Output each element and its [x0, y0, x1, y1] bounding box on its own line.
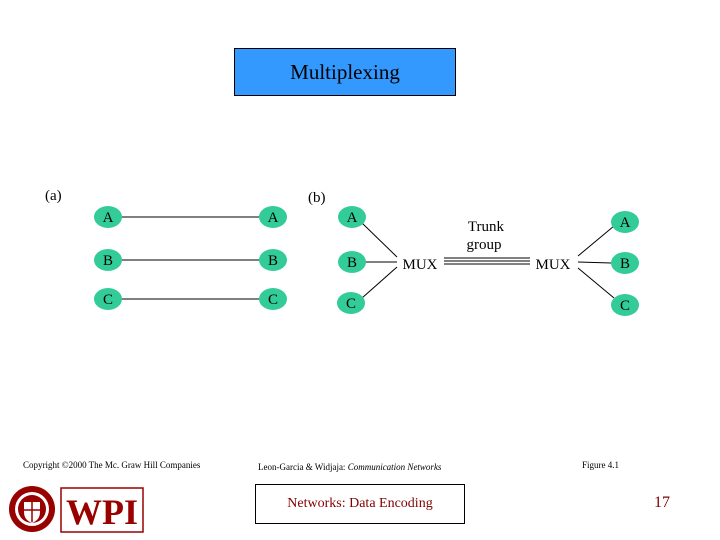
fan-out-a: [577, 225, 615, 257]
node-label: A: [620, 215, 631, 231]
wpi-seal-icon: [9, 486, 55, 532]
node-left-a: [94, 206, 122, 228]
panel-a: A B C A B C: [94, 206, 287, 310]
panel-a-label: (a): [45, 188, 62, 204]
fan-out-b: [577, 261, 612, 264]
node-left-b: [94, 249, 122, 271]
node-right-a: [259, 206, 287, 228]
citation: Leon-Garcia & Widjaja: Communication Net…: [258, 462, 441, 472]
node-b-left-c: [337, 292, 365, 314]
node-b-right-b: [611, 252, 639, 274]
trunk-label-line1: Trunk: [468, 219, 505, 235]
node-label: A: [347, 210, 358, 226]
copyright-text: Copyright ©2000 The Mc. Graw Hill Compan…: [23, 460, 201, 470]
citation-prefix: Leon-Garcia & Widjaja:: [258, 462, 348, 472]
node-b-left-a: [338, 206, 366, 228]
figure-number: Figure 4.1: [582, 460, 619, 470]
node-b-right-a: [611, 211, 639, 233]
node-label: A: [268, 210, 279, 226]
node-label: B: [620, 256, 630, 272]
slide-title: Multiplexing: [234, 48, 456, 96]
panel-b-label: (b): [308, 190, 326, 206]
panel-b: A B C A B C MUX MUX Trunk group: [337, 206, 639, 316]
fan-out-c: [577, 267, 615, 299]
wpi-logo: WPI: [60, 487, 144, 533]
node-label: B: [268, 253, 278, 269]
wpi-logo-text: WPI: [66, 492, 138, 532]
fan-in-c: [361, 266, 398, 299]
page-number: 17: [654, 494, 670, 511]
mux-right-label: MUX: [535, 257, 570, 273]
topic-label: Networks: Data Encoding: [255, 484, 465, 524]
node-label: C: [103, 292, 113, 308]
node-b-left-b: [338, 251, 366, 273]
node-left-c: [94, 288, 122, 310]
fan-in-a: [361, 222, 398, 258]
node-b-right-c: [611, 294, 639, 316]
node-label: C: [346, 296, 356, 312]
trunk-label-line2: group: [467, 237, 502, 253]
citation-title: Communication Networks: [347, 462, 442, 472]
wpi-logo-frame: [60, 487, 144, 533]
node-label: C: [268, 292, 278, 308]
node-label: C: [620, 298, 630, 314]
node-right-b: [259, 249, 287, 271]
mux-left-label: MUX: [402, 257, 437, 273]
node-label: B: [347, 255, 357, 271]
node-label: B: [103, 253, 113, 269]
node-label: A: [103, 210, 114, 226]
node-right-c: [259, 288, 287, 310]
